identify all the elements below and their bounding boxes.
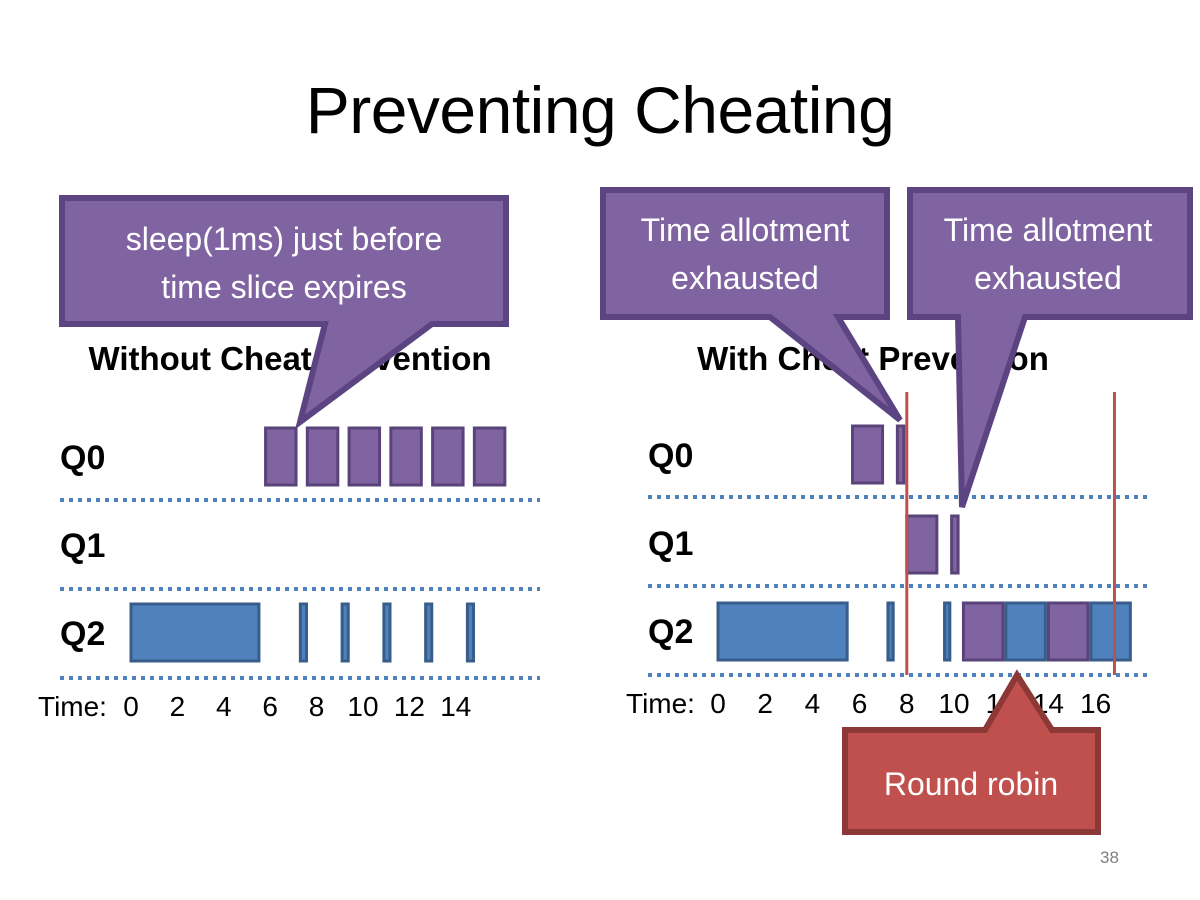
slide-number: 38 bbox=[1100, 848, 1119, 867]
callout-allotment-q0-text: exhausted bbox=[671, 260, 819, 296]
time-tick-label: 0 bbox=[710, 688, 726, 719]
queue-label-q0: Q0 bbox=[60, 439, 105, 477]
time-tick-label: 6 bbox=[262, 691, 278, 722]
process-block-q0-purple bbox=[431, 426, 465, 487]
callouts-layer: sleep(1ms) just before time slice expires… bbox=[59, 187, 1193, 835]
process-block-q2-blue bbox=[1004, 601, 1047, 662]
process-block-q0-purple bbox=[347, 426, 382, 487]
slide-title: Preventing Cheating bbox=[305, 73, 895, 147]
time-axis-label: Time: bbox=[38, 691, 107, 722]
process-block-q0-purple bbox=[305, 426, 340, 487]
callout-sleep: sleep(1ms) just before time slice expires bbox=[59, 195, 509, 430]
queue-label-q1: Q1 bbox=[60, 527, 105, 565]
queue-label-q1: Q1 bbox=[648, 525, 693, 563]
callout-sleep-text: time slice expires bbox=[161, 269, 406, 305]
process-block-q2-purple bbox=[961, 601, 1005, 662]
callout-allotment-q1-text: Time allotment bbox=[944, 212, 1153, 248]
process-block-q0-purple bbox=[851, 424, 885, 485]
queue-label-q2: Q2 bbox=[60, 615, 105, 653]
time-tick-label: 12 bbox=[394, 691, 425, 722]
time-tick-label: 14 bbox=[440, 691, 471, 722]
time-axis-label: Time: bbox=[626, 688, 695, 719]
queue-label-q0: Q0 bbox=[648, 437, 693, 475]
process-block-q2-blue bbox=[1089, 601, 1132, 662]
callout-allotment-q1-text: exhausted bbox=[974, 260, 1122, 296]
time-tick-label: 10 bbox=[938, 688, 969, 719]
process-block-q2-blue bbox=[465, 602, 476, 663]
panel-heading: Without Cheat Prevention bbox=[88, 340, 491, 377]
callout-allotment-q1: Time allotment exhausted bbox=[907, 187, 1193, 508]
time-tick-label: 8 bbox=[899, 688, 915, 719]
callout-round-robin-shape bbox=[842, 669, 1101, 835]
time-tick-label: 6 bbox=[852, 688, 868, 719]
callout-round-robin: Round robin bbox=[842, 669, 1101, 835]
process-block-q2-blue bbox=[943, 601, 952, 662]
process-block-q1-purple bbox=[905, 514, 939, 575]
callout-allotment-q0: Time allotment exhausted bbox=[600, 187, 903, 423]
process-block-q2-blue bbox=[340, 602, 350, 663]
time-tick-label: 4 bbox=[216, 691, 232, 722]
process-block-q0-purple bbox=[264, 426, 298, 487]
process-block-q2-purple bbox=[1046, 601, 1090, 662]
process-block-q2-blue bbox=[298, 602, 308, 663]
time-tick-label: 0 bbox=[123, 691, 139, 722]
process-block-q2-blue bbox=[382, 602, 392, 663]
process-block-q0-purple bbox=[895, 424, 906, 485]
time-tick-label: 4 bbox=[805, 688, 821, 719]
callout-allotment-q0-text: Time allotment bbox=[641, 212, 850, 248]
process-block-q2-blue bbox=[129, 602, 261, 663]
process-block-q0-purple bbox=[389, 426, 423, 487]
process-block-q2-blue bbox=[424, 602, 434, 663]
callout-allotment-q1-shape bbox=[907, 187, 1193, 508]
process-block-q2-blue bbox=[716, 601, 849, 662]
time-tick-label: 8 bbox=[309, 691, 325, 722]
process-block-q2-blue bbox=[886, 601, 895, 662]
time-tick-label: 2 bbox=[757, 688, 773, 719]
process-block-q0-purple bbox=[472, 426, 507, 487]
queue-label-q2: Q2 bbox=[648, 613, 693, 651]
process-block-q1-purple bbox=[950, 514, 960, 575]
time-tick-label: 16 bbox=[1080, 688, 1111, 719]
callout-allotment-q0-shape bbox=[600, 187, 903, 423]
callout-round-robin-text: Round robin bbox=[884, 766, 1058, 802]
callout-sleep-shape bbox=[59, 195, 509, 430]
callout-sleep-text: sleep(1ms) just before bbox=[126, 221, 443, 257]
time-tick-label: 2 bbox=[170, 691, 186, 722]
time-tick-label: 10 bbox=[347, 691, 378, 722]
